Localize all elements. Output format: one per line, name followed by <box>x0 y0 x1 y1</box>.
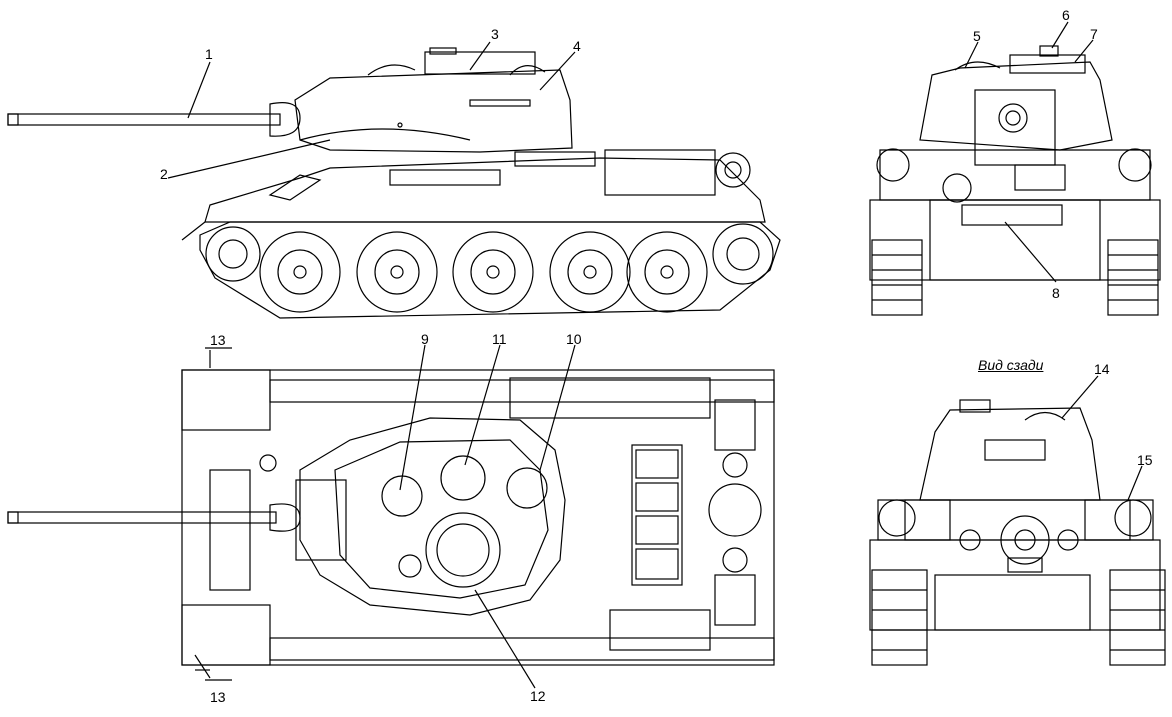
callout-7: 7 <box>1090 26 1098 42</box>
callout-10: 10 <box>566 331 582 347</box>
top-view <box>7 344 775 689</box>
callout-1: 1 <box>205 46 213 62</box>
rear-view-title: Вид сзади <box>978 357 1044 373</box>
callout-12: 12 <box>530 688 546 704</box>
callout-11: 11 <box>492 331 507 347</box>
callout-6: 6 <box>1062 7 1070 23</box>
callout-13-top: 13 <box>210 332 226 348</box>
callout-15: 15 <box>1137 452 1153 468</box>
callout-2: 2 <box>160 166 168 182</box>
callout-3: 3 <box>491 26 499 42</box>
rear-view <box>869 375 1166 666</box>
callout-14: 14 <box>1094 361 1110 377</box>
road-wheels <box>259 231 708 313</box>
front-view <box>869 21 1161 316</box>
callout-5: 5 <box>973 28 981 44</box>
side-view <box>7 41 781 319</box>
callout-4: 4 <box>573 38 581 54</box>
callout-9: 9 <box>421 331 429 347</box>
callout-8: 8 <box>1052 285 1060 301</box>
callout-13-bottom: 13 <box>210 689 226 705</box>
